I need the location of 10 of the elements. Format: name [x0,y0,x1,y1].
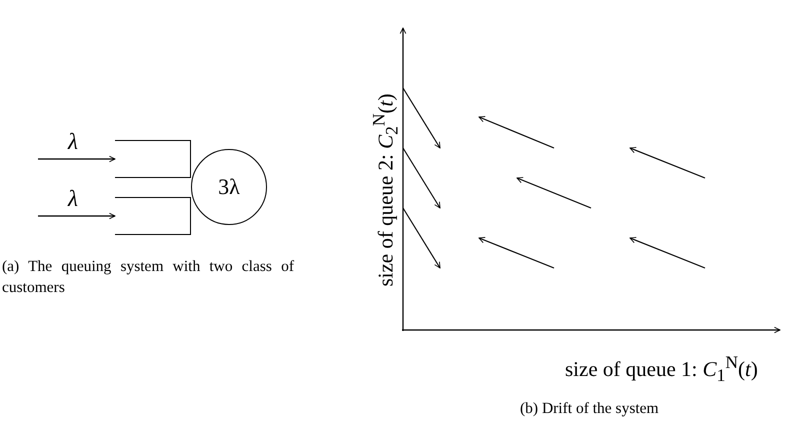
server-circle: 3λ [191,149,267,225]
edge-label: λ [68,186,78,212]
queue-buffer [115,140,191,178]
arrow [38,212,116,220]
arrow [38,156,116,162]
edge-label: λ [68,129,78,155]
caption: (a) The queuing system with two class of customers [2,257,294,298]
queue-buffer [115,197,191,235]
caption: (b) Drift of the system [520,399,659,419]
axis-label: size of queue 1: C$_{1}$$^{N}$(t) [565,352,758,386]
